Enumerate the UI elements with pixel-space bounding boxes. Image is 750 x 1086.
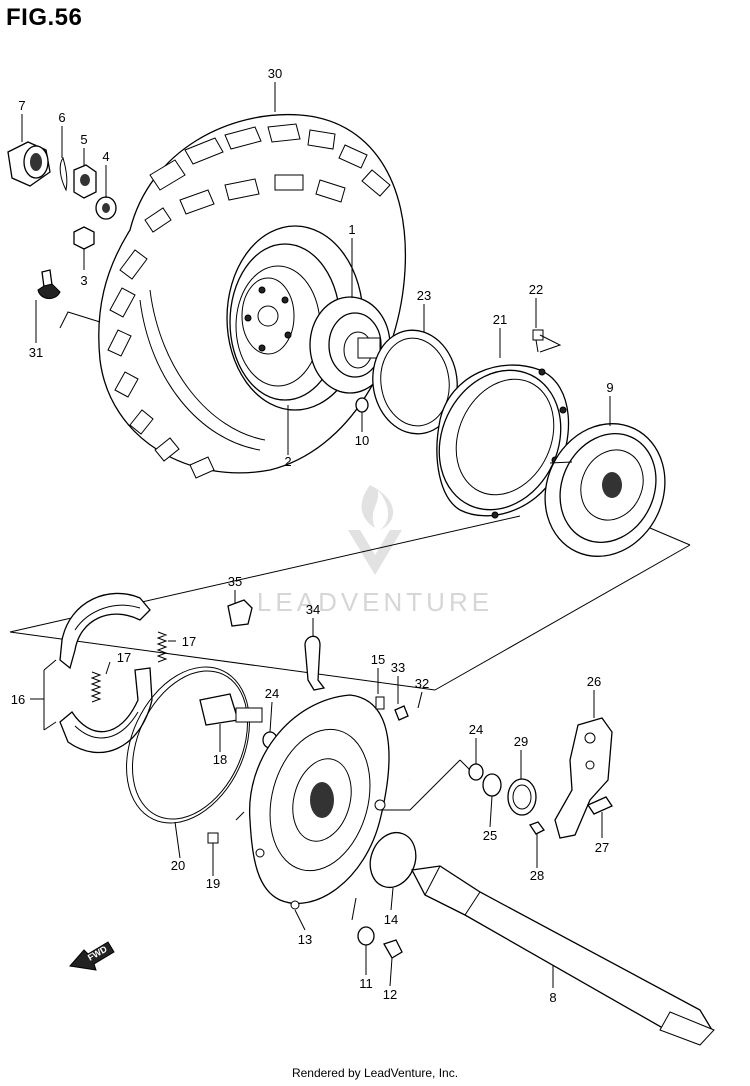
callout-24-right: 24: [469, 722, 483, 737]
cotter-pin-part: [59, 156, 68, 192]
leadventure-watermark: LEADVENTURE: [257, 485, 493, 617]
callout-4: 4: [102, 149, 109, 164]
brake-panel-part: [249, 694, 390, 910]
callout-19: 19: [206, 876, 220, 891]
callout-23: 23: [417, 288, 431, 303]
axle-part: [411, 865, 715, 1046]
small-oring-part: [355, 397, 369, 413]
nut-28-part: [529, 821, 545, 835]
ring-25-part: [482, 773, 502, 797]
large-oring-part: [126, 666, 250, 824]
callout-35: 35: [228, 574, 242, 589]
figure-title: FIG.56: [6, 4, 83, 31]
callout-17a: 17: [182, 634, 196, 649]
spring-a-part: [156, 631, 168, 663]
callout-24-left: 24: [265, 686, 279, 701]
callout-34: 34: [306, 602, 320, 617]
cap-part: [7, 141, 51, 187]
callout-17b: 17: [117, 650, 131, 665]
seal-ring-part: [372, 329, 458, 435]
callout-26: 26: [587, 674, 601, 689]
callout-labels: 30 7 6 5 4 3 31 1 2 10 23 21 22 9 35 34 …: [11, 66, 614, 1005]
leader-lines: [21, 82, 611, 988]
callout-27: 27: [595, 840, 609, 855]
callout-32: 32: [415, 676, 429, 691]
bolt-22-part: [532, 329, 544, 353]
callout-31: 31: [29, 345, 43, 360]
spring-b-part: [90, 671, 102, 703]
brake-drum-part: [544, 423, 666, 557]
hub-part: [309, 296, 391, 394]
brake-shoe-lower: [59, 667, 153, 754]
callout-33: 33: [391, 660, 405, 675]
pin-15-part: [375, 696, 385, 710]
callout-12: 12: [383, 987, 397, 1002]
drum-cover-part: [436, 364, 570, 519]
fitting-33-part: [394, 705, 409, 721]
callout-20: 20: [171, 858, 185, 873]
forward-arrow-icon: FWD: [69, 941, 115, 971]
callout-18: 18: [213, 752, 227, 767]
callout-6: 6: [58, 110, 65, 125]
footer-credit: Rendered by LeadVenture, Inc.: [291, 1066, 459, 1080]
callout-5: 5: [80, 132, 87, 147]
callout-7: 7: [18, 98, 25, 113]
callout-13: 13: [298, 932, 312, 947]
callout-11: 11: [359, 976, 373, 991]
brake-arm-part: [554, 717, 613, 839]
callout-21: 21: [493, 312, 507, 327]
callout-15: 15: [371, 652, 385, 667]
callout-29: 29: [514, 734, 528, 749]
callout-1: 1: [348, 222, 355, 237]
callout-28: 28: [530, 868, 544, 883]
indicator-34-part: [304, 635, 326, 691]
castle-nut-part: [73, 164, 97, 199]
hose-32-part: [407, 702, 427, 782]
watermark-text: LEADVENTURE: [257, 587, 493, 617]
callout-3: 3: [80, 273, 87, 288]
nut-part: [73, 226, 95, 250]
bolt-27-part: [587, 796, 613, 815]
washer-11-part: [357, 926, 375, 946]
valve-part: [37, 269, 61, 299]
callout-22: 22: [529, 282, 543, 297]
ring-24-right-part: [468, 763, 484, 781]
callout-16: 16: [11, 692, 25, 707]
callout-30: 30: [268, 66, 282, 81]
washer-part: [95, 196, 117, 220]
callout-2: 2: [284, 454, 291, 469]
brake-shoe-upper: [59, 592, 151, 670]
clip-35-part: [227, 599, 253, 627]
bolt-12-part: [383, 939, 403, 959]
oring-14-part: [369, 831, 417, 889]
return-spring-part: [507, 778, 537, 816]
callout-9: 9: [606, 380, 613, 395]
brake-cam-part: [199, 693, 263, 726]
callout-10: 10: [355, 433, 369, 448]
callout-25: 25: [483, 828, 497, 843]
callout-14: 14: [384, 912, 398, 927]
bolt-19-part: [207, 832, 219, 862]
callout-8: 8: [549, 990, 556, 1005]
